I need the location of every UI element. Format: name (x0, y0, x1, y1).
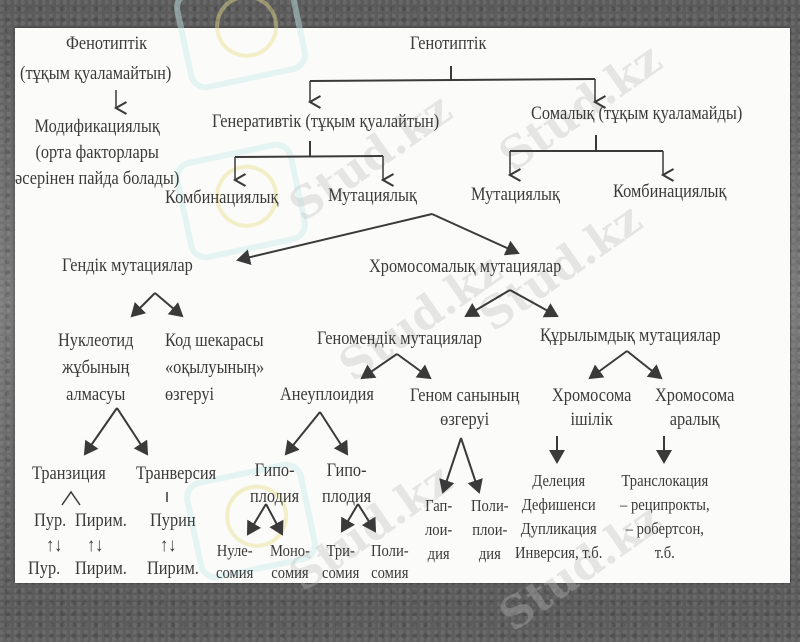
interchromosomal-types-label: Транслокация – реципрокты, – робертсон, … (620, 471, 710, 562)
phenotypic-label: Фенотиптік (66, 33, 148, 54)
generative-label: Генеративтік (тұқым қуалайтын) (212, 111, 440, 132)
generative-combination-label: Комбинациялық (165, 187, 279, 208)
monosomy-label: Моно- сомия (270, 541, 310, 582)
transition-label: Транзиция (32, 463, 106, 484)
somatic-label: Сомалық (тұқым қуаламайды) (531, 103, 743, 124)
pyrimidine-2-label: Пирим. (75, 558, 127, 579)
swap-arrows-icon: ↑↓ (160, 535, 177, 556)
aneuploidy-label: Анеуплоидия (280, 384, 374, 405)
hypoploidy-label: Гипо- плодия (250, 460, 300, 507)
genome-number-label: Геном санының өзгеруі (410, 385, 520, 430)
generative-mutation-label: Мутациялық (328, 185, 417, 206)
transversion-label: Транверсия (136, 463, 217, 484)
phenotypic-sub-label: (тұқым қуаламайтын) (20, 63, 172, 84)
code-frame-label: Код шекарасы «оқылуының» өзгеруі (165, 330, 265, 405)
nucleotide-pair-label: Нуклеотид жұбының алмасуы (58, 330, 134, 405)
nullisomy-label: Нуле- сомия (216, 541, 254, 582)
swap-arrows-icon: ↑↓ (87, 535, 104, 556)
purine-2-label: Пур. (28, 558, 61, 579)
structural-mutations-label: Құрылымдық мутациялар (540, 325, 721, 346)
purine-label: Пурин (150, 510, 196, 531)
modification-label: Модификациялық (орта факторлары әсерінен… (15, 116, 180, 189)
polysomy-label: Поли- сомия (371, 541, 409, 582)
interchromosomal-label: Хромосома аралық (655, 385, 735, 430)
chromosome-mutations-label: Хромосомалық мутациялар (369, 256, 562, 277)
intrachromosomal-label: Хромосома ішілік (552, 385, 632, 430)
hyperploidy-label: Гипо- плодия (322, 460, 372, 507)
trisomy-label: Три- сомия (322, 541, 360, 582)
haploidy-label: Гап- лои- дия (425, 496, 453, 563)
pyrimidine-3-label: Пирим. (147, 558, 199, 579)
purine-1-label: Пур. (34, 510, 67, 531)
gene-mutations-label: Гендік мутациялар (62, 255, 193, 276)
genomic-mutations-label: Геномендік мутациялар (317, 328, 482, 349)
pyrimidine-1-label: Пирим. (75, 510, 127, 531)
somatic-combination-label: Комбинациялық (613, 181, 727, 202)
somatic-mutation-label: Мутациялық (471, 184, 560, 205)
polyploidy-label: Поли- плои- дия (471, 496, 509, 563)
intrachromosomal-types-label: Делеция Дефишенси Дупликация Инверсия, т… (515, 471, 603, 562)
genotypic-label: Генотиптік (410, 33, 487, 54)
swap-arrows-icon: ↑↓ (46, 535, 63, 556)
